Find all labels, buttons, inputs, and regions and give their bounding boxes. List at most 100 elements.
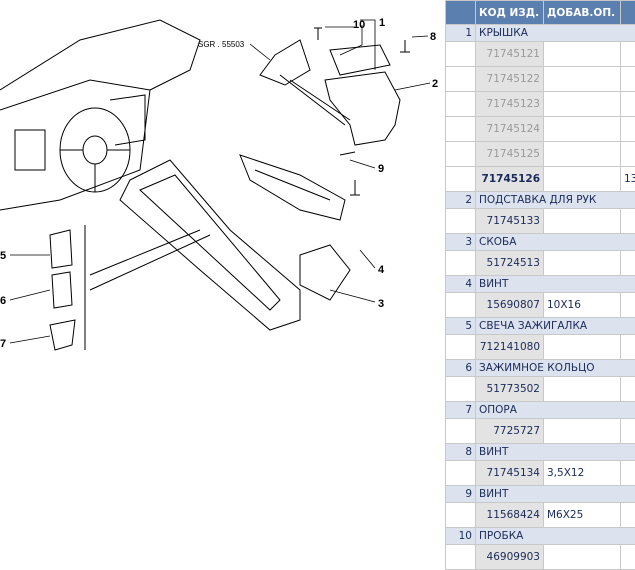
part-row[interactable]: 51724513 bbox=[446, 251, 635, 276]
part-extra bbox=[544, 377, 621, 402]
empty-cell bbox=[446, 335, 476, 360]
part-code[interactable]: 46909903 bbox=[476, 545, 544, 570]
header-extra[interactable]: ДОБАВ.ОП. bbox=[544, 1, 621, 25]
part-code[interactable]: 51724513 bbox=[476, 251, 544, 276]
part-code[interactable]: 71745122 bbox=[476, 67, 544, 92]
part-row[interactable]: 71745123 bbox=[446, 92, 635, 117]
part-code[interactable]: 15690807 bbox=[476, 293, 544, 318]
part-extra bbox=[544, 142, 621, 167]
part-row[interactable]: 712141080 bbox=[446, 335, 635, 360]
part-extra bbox=[544, 67, 621, 92]
group-name[interactable]: ПОДСТАВКА ДЛЯ РУК bbox=[476, 192, 635, 209]
callout-7: 7 bbox=[0, 338, 6, 350]
group-name[interactable]: ЗАЖИМНОЕ КОЛЬЦО bbox=[476, 360, 635, 377]
header-code[interactable]: КОД ИЗД. bbox=[476, 1, 544, 25]
group-number: 7 bbox=[446, 402, 476, 419]
part-code[interactable]: 71745121 bbox=[476, 42, 544, 67]
part-more bbox=[621, 461, 635, 486]
empty-cell bbox=[446, 293, 476, 318]
callout-10: 10 bbox=[353, 19, 365, 31]
part-more bbox=[621, 419, 635, 444]
part-extra bbox=[544, 251, 621, 276]
callout-1: 1 bbox=[379, 17, 385, 29]
part-row[interactable]: 71745133 bbox=[446, 209, 635, 234]
part-code[interactable]: 71745133 bbox=[476, 209, 544, 234]
group-number: 4 bbox=[446, 276, 476, 293]
part-code[interactable]: 11568424 bbox=[476, 503, 544, 528]
part-code[interactable]: 71745124 bbox=[476, 117, 544, 142]
group-name[interactable]: ВИНТ bbox=[476, 486, 635, 503]
part-more bbox=[621, 335, 635, 360]
group-number: 9 bbox=[446, 486, 476, 503]
group-name[interactable]: ВИНТ bbox=[476, 444, 635, 461]
callout-9: 9 bbox=[378, 163, 384, 175]
part-code[interactable]: 712141080 bbox=[476, 335, 544, 360]
part-row[interactable]: 7725727 bbox=[446, 419, 635, 444]
part-more bbox=[621, 42, 635, 67]
part-more bbox=[621, 377, 635, 402]
header-more bbox=[621, 1, 635, 25]
part-extra: 10X16 bbox=[544, 293, 621, 318]
empty-cell bbox=[446, 167, 476, 192]
part-row[interactable]: 51773502 bbox=[446, 377, 635, 402]
empty-cell bbox=[446, 42, 476, 67]
part-row[interactable]: 7174512613 bbox=[446, 167, 635, 192]
group-name[interactable]: ВИНТ bbox=[476, 276, 635, 293]
dashboard-drawing bbox=[0, 20, 200, 210]
part-code[interactable]: 71745125 bbox=[476, 142, 544, 167]
part-extra bbox=[544, 42, 621, 67]
part-row[interactable]: 46909903 bbox=[446, 545, 635, 570]
group-name[interactable]: ОПОРА bbox=[476, 402, 635, 419]
console-drawing bbox=[50, 28, 410, 350]
part-extra bbox=[544, 335, 621, 360]
group-name[interactable]: ПРОБКА bbox=[476, 528, 635, 545]
part-extra: 3,5X12 bbox=[544, 461, 621, 486]
group-number: 2 bbox=[446, 192, 476, 209]
group-name[interactable]: СВЕЧА ЗАЖИГАЛКА bbox=[476, 318, 635, 335]
part-row[interactable]: 71745122 bbox=[446, 67, 635, 92]
ref-label: SGR . 55503 bbox=[198, 40, 245, 49]
part-row[interactable]: 71745121 bbox=[446, 42, 635, 67]
part-extra: M6X25 bbox=[544, 503, 621, 528]
empty-cell bbox=[446, 545, 476, 570]
callout-2: 2 bbox=[432, 78, 438, 90]
empty-cell bbox=[446, 419, 476, 444]
part-code[interactable]: 51773502 bbox=[476, 377, 544, 402]
empty-cell bbox=[446, 209, 476, 234]
group-number: 8 bbox=[446, 444, 476, 461]
part-more bbox=[621, 92, 635, 117]
empty-cell bbox=[446, 461, 476, 486]
group-number: 6 bbox=[446, 360, 476, 377]
callout-6: 6 bbox=[0, 295, 6, 307]
group-number: 1 bbox=[446, 25, 476, 42]
group-name[interactable]: КРЫШКА bbox=[476, 25, 635, 42]
part-more bbox=[621, 209, 635, 234]
callout-8: 8 bbox=[430, 31, 436, 43]
empty-cell bbox=[446, 377, 476, 402]
header-num bbox=[446, 1, 476, 25]
group-name[interactable]: СКОБА bbox=[476, 234, 635, 251]
part-extra bbox=[544, 167, 621, 192]
part-row[interactable]: 71745125 bbox=[446, 142, 635, 167]
part-code[interactable]: 71745126 bbox=[476, 167, 544, 192]
part-more bbox=[621, 117, 635, 142]
part-code[interactable]: 7725727 bbox=[476, 419, 544, 444]
part-more bbox=[621, 545, 635, 570]
part-code[interactable]: 71745134 bbox=[476, 461, 544, 486]
part-code[interactable]: 71745123 bbox=[476, 92, 544, 117]
part-row[interactable]: 71745124 bbox=[446, 117, 635, 142]
